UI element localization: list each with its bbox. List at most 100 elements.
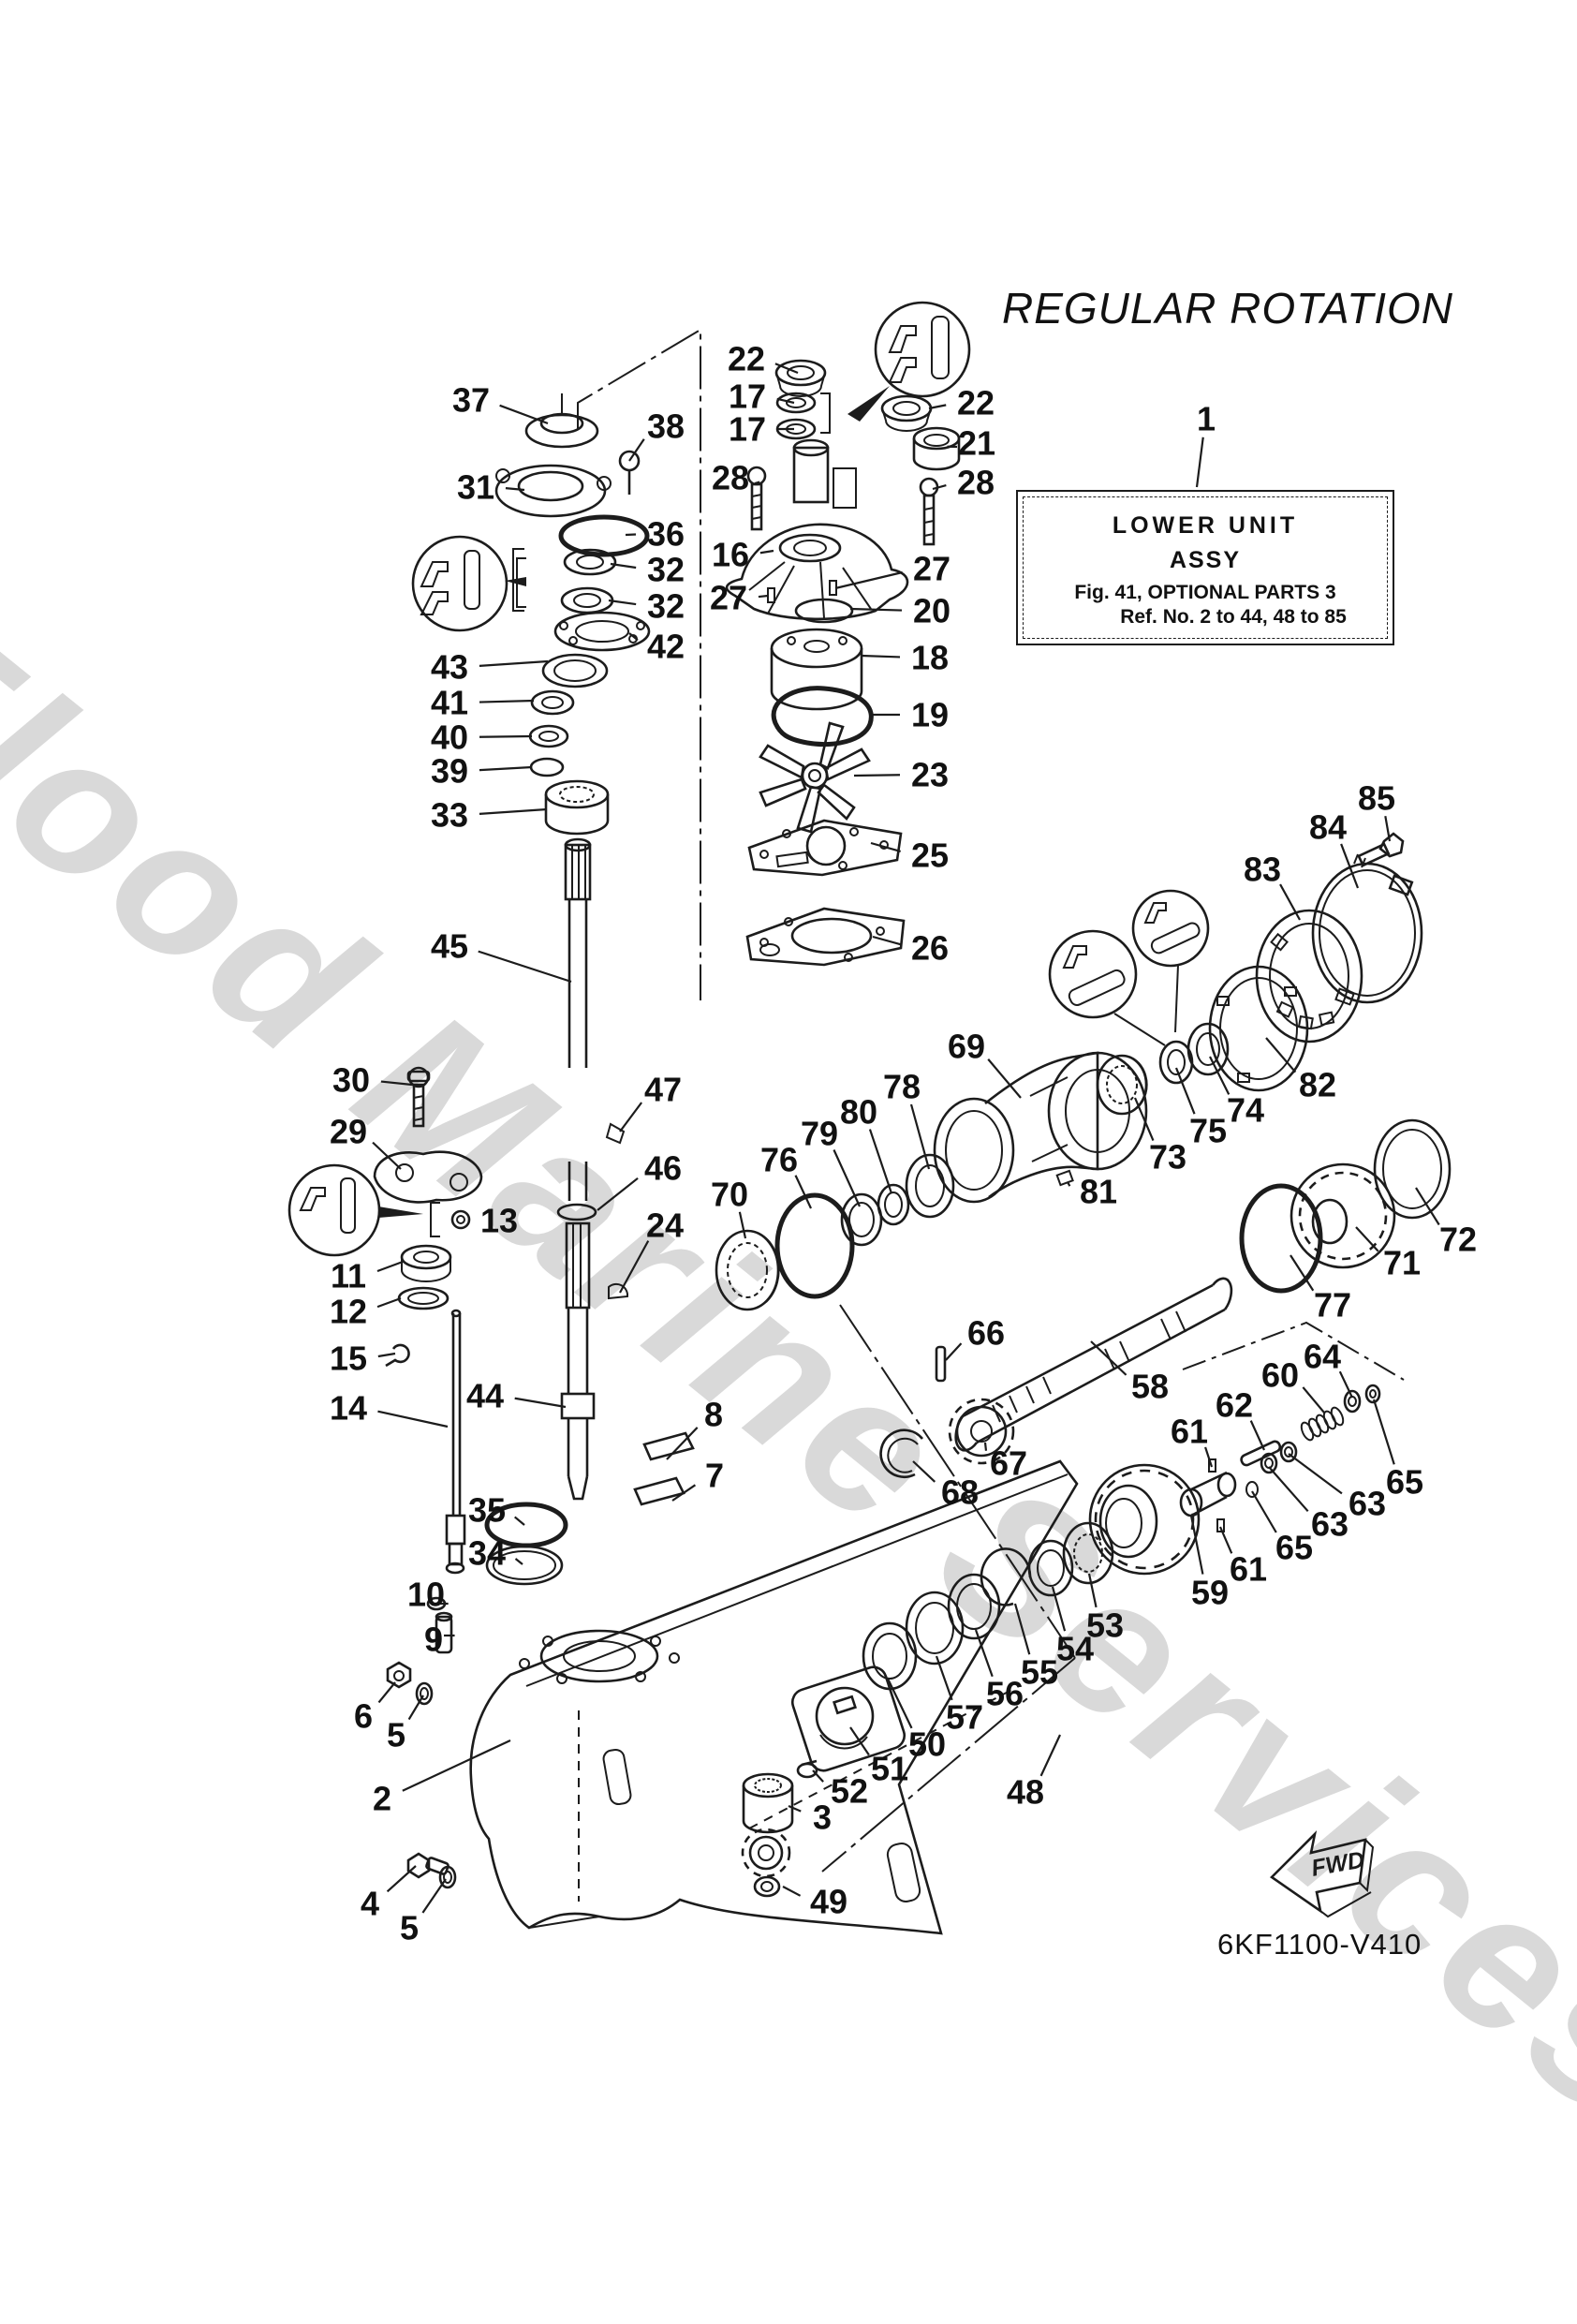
part-number-label-60: 60	[1261, 1356, 1299, 1395]
part-number-label-30: 30	[332, 1061, 370, 1100]
part-number-label-21: 21	[958, 424, 995, 463]
leader-line-56	[974, 1629, 994, 1678]
leader-line-28	[932, 483, 947, 491]
part-number-label-46: 46	[644, 1149, 682, 1188]
leader-line-54	[1051, 1586, 1067, 1632]
leader-line-28	[754, 481, 760, 485]
part-number-label-58: 58	[1131, 1368, 1169, 1406]
part-number-label-55: 55	[1021, 1653, 1058, 1692]
part-number-label-27: 27	[913, 550, 951, 588]
leader-line-83	[1279, 883, 1301, 921]
bearing-carrier-assembly	[715, 832, 1452, 1311]
leader-line-69	[987, 1058, 1022, 1099]
part-number-label-48: 48	[1007, 1773, 1044, 1812]
leader-line-59	[1189, 1515, 1204, 1575]
leader-line-77	[1290, 1254, 1315, 1292]
part-number-label-16: 16	[712, 536, 749, 574]
leader-line-38	[628, 438, 645, 462]
leader-line-55	[1013, 1603, 1031, 1655]
part-number-label-40: 40	[431, 718, 468, 757]
leader-line-65	[1251, 1490, 1277, 1533]
leader-line-82	[1265, 1037, 1297, 1073]
leader-line-2	[402, 1739, 511, 1792]
leader-line-72	[1415, 1187, 1440, 1226]
leader-line-11	[376, 1260, 404, 1273]
part-number-label-36: 36	[647, 515, 685, 554]
part-number-label-65: 65	[1386, 1463, 1423, 1502]
part-number-label-74: 74	[1227, 1091, 1264, 1130]
leader-line-52	[812, 1769, 824, 1783]
part-number-label-59: 59	[1191, 1574, 1229, 1612]
part-number-label-65: 65	[1275, 1529, 1313, 1567]
info-box-inner: LOWER UNIT ASSY Fig. 41, OPTIONAL PARTS …	[1023, 496, 1388, 639]
info-box-line4: Ref. No. 2 to 44, 48 to 85	[1120, 606, 1347, 628]
leader-line-27	[758, 594, 769, 599]
part-number-label-61: 61	[1171, 1413, 1208, 1451]
leader-line-5	[407, 1695, 424, 1721]
part-number-label-7: 7	[705, 1457, 724, 1495]
leader-line-29	[372, 1141, 402, 1170]
part-number-label-6: 6	[354, 1697, 373, 1736]
leader-line-41	[479, 699, 535, 703]
part-number-label-44: 44	[466, 1377, 504, 1415]
part-number-label-42: 42	[647, 628, 685, 666]
leader-line-1	[1195, 437, 1204, 488]
part-number-label-17: 17	[729, 377, 766, 416]
leader-line-68	[912, 1460, 936, 1483]
leader-line-57	[935, 1655, 953, 1701]
leader-line-40	[479, 734, 533, 738]
part-number-label-1: 1	[1197, 400, 1216, 438]
part-number-label-11: 11	[331, 1257, 366, 1295]
leader-line-31	[505, 487, 525, 492]
leader-line-85	[1384, 815, 1392, 842]
leader-line-33	[479, 807, 548, 815]
leader-line-64	[1338, 1370, 1353, 1399]
leader-line-16	[759, 549, 774, 555]
part-number-label-51: 51	[871, 1750, 908, 1788]
leader-line-73	[1133, 1097, 1155, 1141]
leader-line-61	[1218, 1526, 1233, 1554]
part-number-label-4: 4	[361, 1885, 379, 1923]
part-number-label-64: 64	[1304, 1338, 1341, 1376]
leader-line-79	[833, 1149, 862, 1207]
leader-line-8	[666, 1427, 699, 1460]
part-number-label-73: 73	[1149, 1138, 1186, 1177]
part-number-label-20: 20	[913, 592, 951, 630]
leader-line-25	[870, 841, 901, 853]
part-number-label-5: 5	[387, 1716, 405, 1754]
leader-line-70	[738, 1211, 747, 1239]
leader-line-4	[386, 1865, 417, 1893]
propshaft-assembly	[741, 1277, 1381, 1898]
part-number-label-66: 66	[967, 1314, 1005, 1353]
leader-line-26	[872, 935, 901, 946]
part-number-label-29: 29	[330, 1113, 367, 1151]
leader-line-75	[1174, 1067, 1196, 1115]
part-number-label-70: 70	[711, 1176, 748, 1214]
leader-line-34	[514, 1558, 523, 1565]
leader-line-43	[479, 659, 549, 667]
leader-line-17	[776, 397, 795, 405]
leader-line-35	[514, 1516, 525, 1526]
part-number-label-19: 19	[911, 696, 949, 734]
leader-line-51	[849, 1726, 870, 1756]
part-number-label-32: 32	[647, 587, 685, 626]
part-number-label-62: 62	[1216, 1386, 1253, 1425]
leader-line-5	[421, 1878, 447, 1914]
leader-line-27	[834, 570, 903, 590]
leader-line-42	[628, 632, 639, 642]
leader-line-63	[1268, 1466, 1309, 1513]
leader-line-15	[377, 1352, 396, 1358]
leader-line-84	[1340, 843, 1360, 889]
part-number-label-10: 10	[407, 1576, 445, 1614]
part-number-label-3: 3	[813, 1799, 832, 1837]
part-number-label-57: 57	[946, 1698, 983, 1737]
part-number-label-81: 81	[1080, 1173, 1117, 1211]
leader-line-44	[514, 1397, 567, 1409]
info-box: LOWER UNIT ASSY Fig. 41, OPTIONAL PARTS …	[1016, 490, 1394, 645]
leader-line-50	[887, 1678, 913, 1729]
leader-line-30	[380, 1080, 413, 1087]
leader-line-63	[1288, 1453, 1343, 1495]
part-number-label-67: 67	[990, 1444, 1027, 1483]
leader-line-20	[849, 607, 903, 612]
